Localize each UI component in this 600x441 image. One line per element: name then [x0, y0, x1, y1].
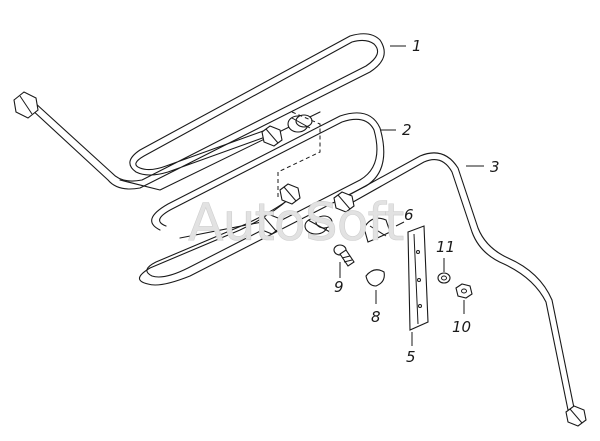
connection-dashed-guide — [277, 111, 321, 198]
callout-8: 8 — [371, 308, 381, 326]
clamp-part-6 — [363, 217, 391, 243]
pipe-part-3 — [333, 152, 587, 427]
callout-11: 11 — [436, 238, 455, 256]
pipe-end-fitting-left — [13, 91, 39, 119]
callout-1: 1 — [412, 37, 422, 55]
adapter-fitting-upper — [287, 114, 313, 133]
pipe-end-fitting-right — [565, 405, 587, 427]
part-number-callouts: 1 2 3 5 6 8 9 10 11 — [334, 37, 500, 366]
callout-9: 9 — [334, 278, 344, 296]
callout-6: 6 — [404, 206, 414, 224]
union-nut-pipe-2-bottom — [259, 213, 281, 235]
union-nut-pipe-2-top — [279, 183, 301, 205]
clip-part-8 — [365, 269, 385, 287]
callout-5: 5 — [406, 348, 416, 366]
callout-2: 2 — [402, 121, 412, 139]
bolt-part-9 — [333, 244, 355, 267]
adapter-fitting-lower — [304, 215, 333, 235]
union-nut-pipe-3-top — [333, 191, 355, 213]
nut-part-10 — [455, 283, 473, 299]
pipe-part-1 — [13, 33, 385, 191]
bracket-part-5 — [407, 225, 429, 331]
watermark-text: AutoSoft — [188, 193, 404, 253]
leader-lines — [339, 45, 484, 346]
washer-part-11 — [437, 272, 451, 284]
union-nut-pipe-1 — [261, 125, 283, 147]
callout-10: 10 — [452, 318, 471, 336]
callout-3: 3 — [490, 158, 500, 176]
